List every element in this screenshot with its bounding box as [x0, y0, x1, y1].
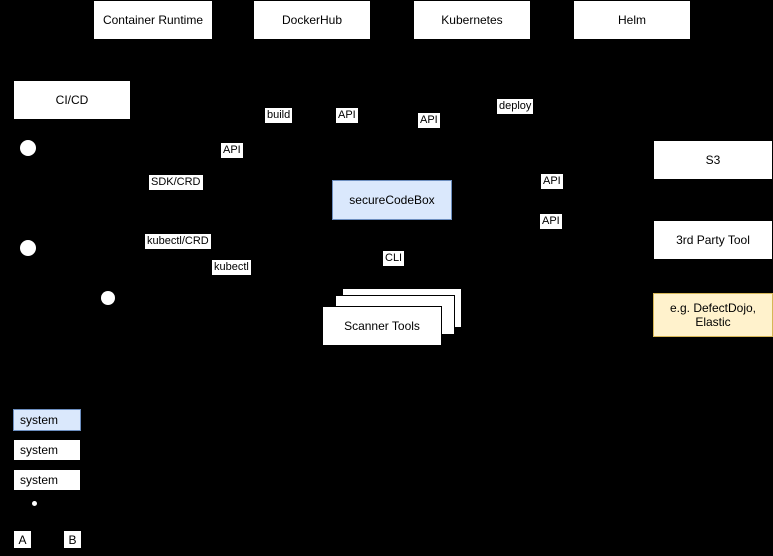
node-container-runtime-label: Container Runtime	[102, 13, 204, 27]
actor-small-icon	[101, 291, 115, 305]
edge-label-api-dockerhub: API	[336, 108, 358, 123]
scanner-tools-stack[interactable]: Scanner Tools	[322, 288, 462, 348]
edge-label-api-left: API	[221, 143, 243, 158]
legend-marker-a-label: A	[18, 532, 27, 547]
node-helm[interactable]: Helm	[573, 0, 691, 40]
node-helm-label: Helm	[617, 13, 646, 27]
node-dockerhub-label: DockerHub	[281, 13, 343, 27]
edge-label-kubectl: kubectl	[212, 260, 251, 275]
node-kubernetes-label: Kubernetes	[441, 13, 503, 27]
edge-label-build: build	[265, 108, 293, 123]
node-defectdojo-elastic-label: e.g. DefectDojo, Elastic	[669, 301, 757, 329]
legend-item-system-blue: system	[13, 409, 81, 431]
legend-item-system-white-2-label: system	[20, 473, 59, 487]
node-securecodebox-label: secureCodeBox	[349, 193, 435, 207]
legend-marker-b-label: B	[68, 532, 77, 547]
edge-label-kubectl-crd: kubectl/CRD	[145, 234, 211, 249]
legend-item-system-white-1: system	[13, 439, 81, 461]
node-securecodebox[interactable]: secureCodeBox	[332, 180, 452, 220]
node-ci-cd[interactable]: CI/CD	[13, 80, 131, 120]
edge-label-deploy: deploy	[497, 99, 534, 114]
node-s3-label: S3	[705, 153, 721, 167]
edge-label-api-s3: API	[541, 174, 563, 189]
node-ci-cd-label: CI/CD	[55, 93, 89, 107]
legend-item-system-blue-label: system	[20, 413, 59, 427]
node-third-party-tool[interactable]: 3rd Party Tool	[653, 220, 773, 260]
actor-middle-icon	[20, 240, 36, 256]
edge-label-cli: CLI	[383, 251, 405, 266]
legend-item-system-white-2: system	[13, 469, 81, 491]
actor-top-icon	[20, 140, 36, 156]
legend-actor-icon	[32, 501, 37, 506]
legend-marker-a: A	[13, 530, 32, 549]
node-defectdojo-elastic[interactable]: e.g. DefectDojo, Elastic	[653, 293, 773, 337]
node-third-party-tool-label: 3rd Party Tool	[676, 233, 750, 247]
edge-label-api-kubernetes: API	[418, 113, 440, 128]
node-s3[interactable]: S3	[653, 140, 773, 180]
scanner-tools-label: Scanner Tools	[344, 319, 420, 333]
scanner-tools-sheet-front[interactable]: Scanner Tools	[322, 306, 442, 346]
node-dockerhub[interactable]: DockerHub	[253, 0, 371, 40]
edge-label-api-third-party: API	[540, 214, 562, 229]
edge-label-sdk-crd: SDK/CRD	[149, 175, 203, 190]
node-kubernetes[interactable]: Kubernetes	[413, 0, 531, 40]
node-container-runtime[interactable]: Container Runtime	[93, 0, 213, 40]
legend-marker-b: B	[63, 530, 82, 549]
legend-item-system-white-1-label: system	[20, 443, 59, 457]
